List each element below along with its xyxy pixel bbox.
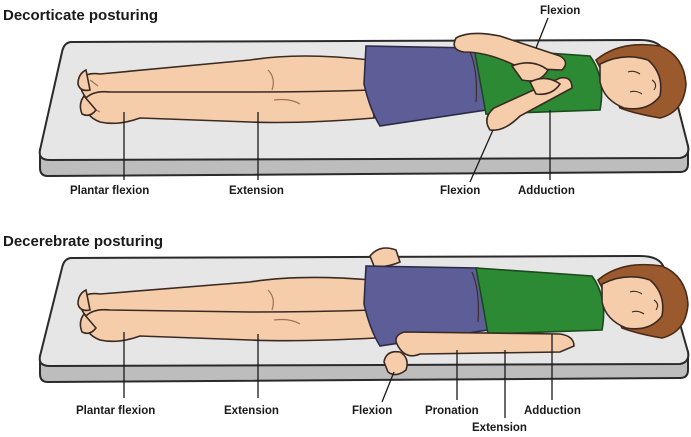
decerebrate-label-pronation: Pronation (425, 405, 479, 417)
decerebrate-arm-side (396, 332, 574, 356)
decorticate-label-extension: Extension (229, 185, 284, 197)
decorticate-label-plantar-flexion: Plantar flexion (70, 185, 149, 197)
decerebrate-leg-front (84, 310, 376, 342)
decorticate-label-flexion: Flexion (440, 185, 480, 197)
decerebrate-label-plantar-flexion: Plantar flexion (76, 405, 155, 417)
decorticate-label-adduction: Adduction (518, 185, 575, 197)
decerebrate-arm-top (370, 248, 400, 267)
decorticate-title: Decorticate posturing (3, 7, 158, 24)
decorticate-panel: Decorticate posturing (3, 5, 688, 197)
decorticate-label-flexion-top: Flexion (540, 5, 580, 17)
decerebrate-label-extension: Extension (224, 405, 279, 417)
decerebrate-title: Decerebrate posturing (3, 233, 163, 250)
decerebrate-label-flexion: Flexion (352, 405, 392, 417)
decerebrate-label-adduction: Adduction (524, 405, 581, 417)
decorticate-leg-front (84, 90, 374, 123)
decerebrate-label-extension-arm: Extension (472, 422, 527, 434)
decerebrate-panel: Decerebrate posturing (3, 233, 688, 434)
decerebrate-shirt (476, 268, 604, 334)
decerebrate-hand (384, 352, 407, 375)
